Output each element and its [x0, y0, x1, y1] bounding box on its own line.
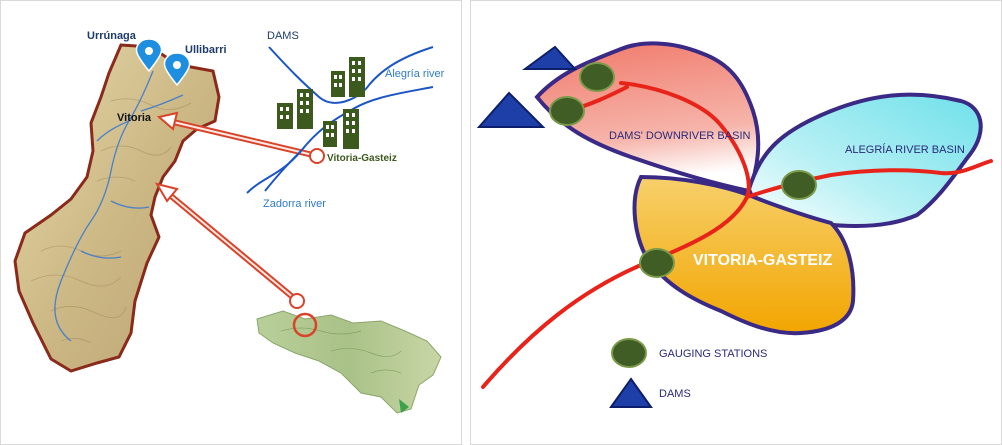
legend-gauging-station-icon — [611, 338, 647, 368]
basin-schematic: DAMS' DOWNRIVER BASIN ALEGRÍA RIVER BASI… — [476, 41, 993, 408]
legend-label-gauging-stations: GAUGING STATIONS — [659, 348, 767, 360]
region-river-icon — [399, 399, 409, 413]
building-windows — [280, 61, 361, 137]
dam-triangle-icon — [521, 45, 578, 70]
dam-triangle-icon — [476, 91, 546, 128]
label-vitoria-gasteiz: VITORIA-GASTEIZ — [693, 252, 832, 269]
province-shape — [13, 43, 221, 373]
location-map-panel: Urrúnaga Ullibarri DAMS Alegría river Vi… — [0, 0, 462, 445]
basin-schematic-panel: DAMS' DOWNRIVER BASIN ALEGRÍA RIVER BASI… — [470, 0, 1002, 445]
location-map: Urrúnaga Ullibarri DAMS Alegría river Vi… — [13, 30, 445, 414]
label-alegria-river: Alegría river — [385, 68, 445, 80]
location-pin-icon — [163, 52, 191, 87]
gauging-station-icon — [639, 248, 675, 278]
legend-label-dams: DAMS — [659, 388, 691, 400]
label-alegria-basin: ALEGRÍA RIVER BASIN — [845, 143, 965, 156]
gauging-station-icon — [781, 170, 817, 200]
legend-dam-triangle-icon — [609, 377, 653, 408]
label-dams: DAMS — [267, 30, 299, 42]
label-vitoria: Vitoria — [117, 112, 152, 124]
city-arrow — [156, 111, 325, 164]
label-vitoria-gasteiz: Vitoria-Gasteiz — [327, 153, 397, 164]
gauging-station-icon — [579, 62, 615, 92]
label-ullibarri: Ullibarri — [185, 44, 227, 56]
province-rivers — [54, 70, 184, 342]
legend: GAUGING STATIONS DAMS — [609, 338, 767, 408]
zadorra-river-line — [264, 150, 302, 192]
gauging-station-icon — [549, 96, 585, 126]
location-pin-icon — [135, 38, 163, 73]
dams-river — [268, 46, 434, 104]
label-urrunaga: Urrúnaga — [87, 30, 137, 42]
region-relief — [280, 327, 402, 374]
main-river — [481, 81, 751, 389]
inset-arrow — [154, 182, 318, 338]
label-zadorra-river: Zadorra river — [263, 198, 326, 210]
region-shape — [256, 310, 442, 414]
label-downriver-basin: DAMS' DOWNRIVER BASIN — [609, 130, 751, 142]
